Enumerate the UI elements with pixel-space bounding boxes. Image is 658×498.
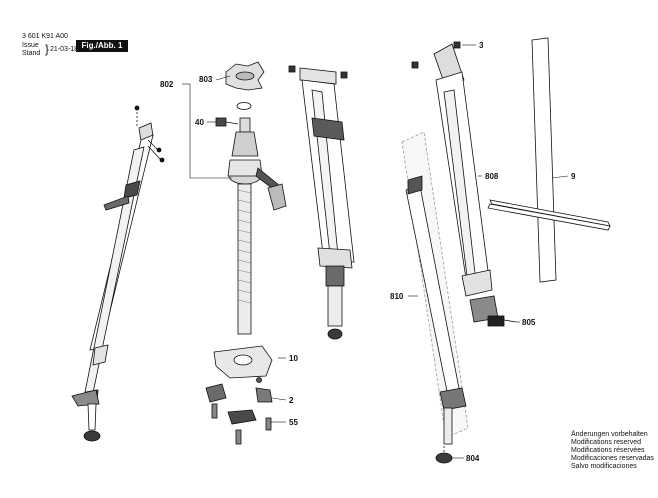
- issue-label: Issue: [22, 42, 39, 49]
- callout-2: 2: [289, 396, 294, 405]
- stand-label: Stand: [22, 50, 41, 57]
- callout-55: 55: [289, 418, 298, 427]
- note-line-de: Änderungen vorbehalten: [571, 431, 648, 438]
- note-line-fr: Modifications réservées: [571, 447, 645, 454]
- note-line-es: Modificaciones reservadas: [571, 455, 654, 462]
- accessory-strips: [487, 37, 611, 283]
- callout-804: 804: [466, 454, 480, 463]
- issue-date: 21-03-18: [50, 46, 79, 53]
- callout-9: 9: [571, 172, 576, 181]
- right-leg-exploded: [401, 41, 517, 464]
- callout-3: 3: [479, 41, 484, 50]
- note-line-pt: Salvo modificaciones: [571, 463, 637, 470]
- figure-label: Fig./Abb. 1: [76, 40, 128, 52]
- leader-lines: [182, 44, 569, 459]
- callout-802: 802: [160, 80, 174, 89]
- callout-808: 808: [485, 172, 499, 181]
- middle-tripod-leg: [288, 65, 355, 340]
- callout-40: 40: [195, 118, 204, 127]
- callout-803: 803: [199, 75, 213, 84]
- doc-number: 3 601 K91 A00: [22, 33, 68, 40]
- note-line-en: Modifications reserved: [571, 439, 642, 446]
- header-brace: }: [45, 42, 50, 56]
- callout-10: 10: [289, 354, 298, 363]
- callout-810: 810: [390, 292, 404, 301]
- callout-805: 805: [522, 318, 536, 327]
- centre-column-group: [205, 61, 287, 445]
- left-tripod-leg: [71, 105, 165, 442]
